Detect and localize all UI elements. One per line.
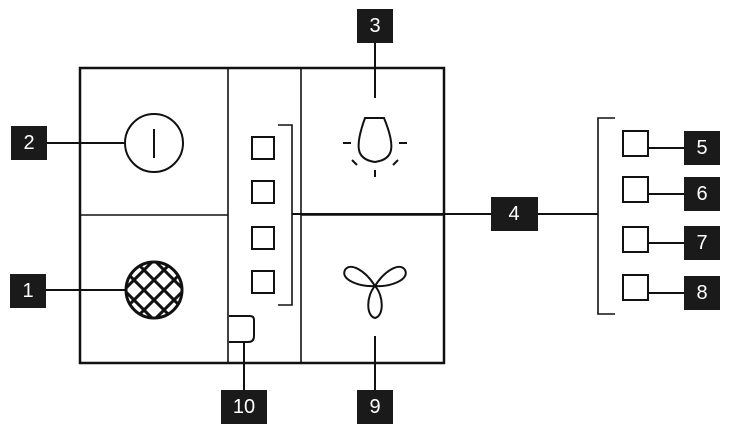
power-icon: [124, 113, 184, 173]
speed-indicator-column: [251, 124, 293, 306]
side-indicator-6: [622, 176, 649, 203]
svg-text:3: 3: [369, 15, 380, 37]
light-button[interactable]: [343, 117, 407, 177]
callout-8: 8: [684, 276, 720, 310]
callout-9: 9: [357, 390, 393, 424]
callout-4: 4: [491, 197, 538, 231]
callout-2: 2: [11, 126, 47, 160]
power-button[interactable]: [124, 113, 184, 173]
callout-1: 1: [10, 274, 46, 308]
grease-filter-button[interactable]: [94, 230, 214, 340]
speed-indicator-2: [251, 180, 275, 204]
callout-6: 6: [684, 177, 720, 211]
svg-text:6: 6: [696, 183, 707, 205]
svg-text:10: 10: [233, 396, 255, 418]
speed-indicator-bracket: [278, 124, 293, 306]
svg-text:7: 7: [696, 232, 707, 254]
fan-button[interactable]: [343, 265, 407, 320]
svg-text:5: 5: [696, 137, 707, 159]
side-indicator-bracket: [597, 117, 615, 315]
fan-icon: [343, 265, 407, 320]
svg-text:9: 9: [369, 396, 380, 418]
side-indicator-5: [622, 130, 649, 157]
svg-text:4: 4: [508, 203, 519, 225]
svg-text:8: 8: [696, 282, 707, 304]
side-indicator-8: [622, 274, 649, 301]
callout-7: 7: [684, 226, 720, 260]
grease-filter-icon: [124, 260, 184, 320]
callout-3: 3: [357, 9, 393, 43]
callout-10: 10: [221, 390, 267, 424]
light-bulb-icon: [343, 117, 407, 177]
svg-text:2: 2: [23, 132, 34, 154]
svg-text:1: 1: [22, 280, 33, 302]
side-indicator-7: [622, 226, 649, 253]
speed-indicator-1: [251, 136, 275, 160]
speed-indicator-3: [251, 226, 275, 250]
speed-indicator-4: [251, 270, 275, 294]
timer-indicator: [229, 315, 255, 343]
callout-5: 5: [684, 131, 720, 165]
